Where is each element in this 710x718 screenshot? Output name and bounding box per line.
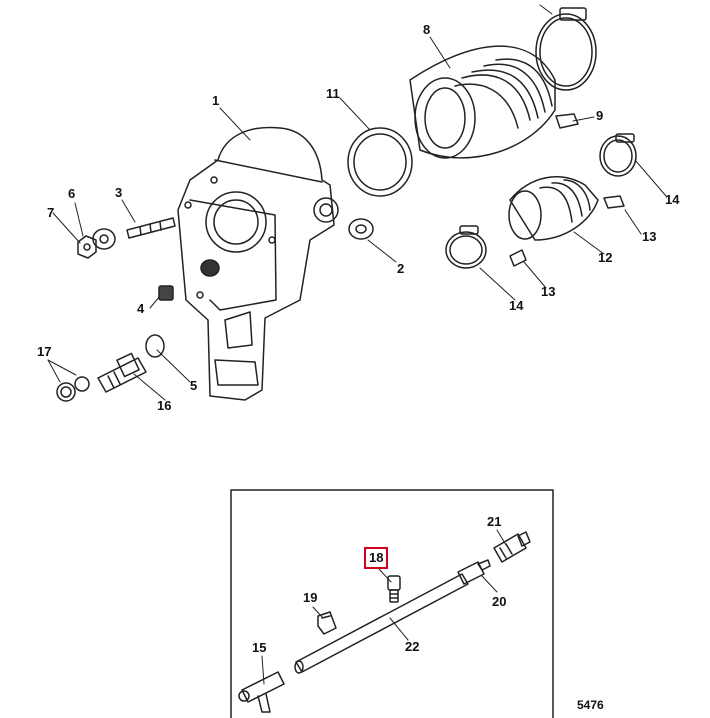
callout-15[interactable]: 15	[252, 640, 267, 655]
callout-13-lower[interactable]: 13	[541, 284, 556, 299]
callout-11[interactable]: 11	[326, 86, 340, 101]
callout-17[interactable]: 17	[37, 344, 52, 359]
clip-part-13-lower[interactable]	[509, 249, 527, 267]
inset-frame	[230, 489, 554, 718]
callout-20[interactable]: 20	[492, 594, 507, 609]
callout-19[interactable]: 19	[303, 590, 318, 605]
washer-part-17[interactable]	[56, 376, 90, 402]
clamp-ring-part-11[interactable]	[347, 127, 413, 197]
callout-21[interactable]: 21	[487, 514, 502, 529]
callout-16[interactable]: 16	[157, 398, 172, 413]
stud-part-3[interactable]	[126, 217, 176, 239]
grease-fitting-part-18[interactable]	[387, 575, 401, 603]
figure-number: 5476	[577, 698, 604, 712]
callout-14-lower[interactable]: 14	[509, 298, 524, 313]
callout-13-upper[interactable]: 13	[642, 229, 657, 244]
o-ring-part-5[interactable]	[145, 334, 165, 358]
callout-4[interactable]: 4	[137, 301, 145, 316]
callout-12[interactable]: 12	[598, 250, 613, 265]
callout-14-upper[interactable]: 14	[665, 192, 680, 207]
callout-18-highlighted[interactable]: 18	[364, 547, 389, 569]
u-joint-bellows-part-12[interactable]	[508, 176, 599, 241]
end-fitting-part-20[interactable]	[457, 559, 491, 585]
callout-7[interactable]: 7	[47, 205, 55, 220]
shift-cable-part-22[interactable]	[294, 573, 469, 674]
hose-clamp-part-14-upper[interactable]	[599, 133, 637, 177]
clip-part-13-upper[interactable]	[603, 195, 625, 209]
washer-part-2[interactable]	[348, 218, 374, 240]
callout-22[interactable]: 22	[405, 639, 420, 654]
callout-1[interactable]: 1	[212, 93, 220, 108]
callout-8[interactable]: 8	[423, 22, 431, 37]
leader-lines	[47, 4, 667, 685]
hose-clamp-part-14-lower[interactable]	[445, 225, 487, 269]
callout-9[interactable]: 9	[596, 108, 604, 123]
clip-part-19[interactable]	[317, 611, 337, 635]
plug-part-4[interactable]	[158, 285, 174, 301]
callout-5[interactable]: 5	[190, 378, 198, 393]
exhaust-bellows-part-8[interactable]	[409, 45, 556, 159]
callout-3[interactable]: 3	[115, 185, 123, 200]
callout-6[interactable]: 6	[68, 186, 76, 201]
hose-clamp-large[interactable]	[535, 7, 597, 91]
connector-part-21[interactable]	[493, 531, 531, 563]
t-fitting-part-15[interactable]	[238, 671, 285, 713]
nut-part-7[interactable]	[77, 235, 97, 259]
clip-part-9[interactable]	[555, 113, 579, 129]
callout-2[interactable]: 2	[397, 261, 405, 276]
gimbal-housing-part-1[interactable]	[177, 126, 339, 401]
fitting-part-16[interactable]	[97, 352, 147, 393]
